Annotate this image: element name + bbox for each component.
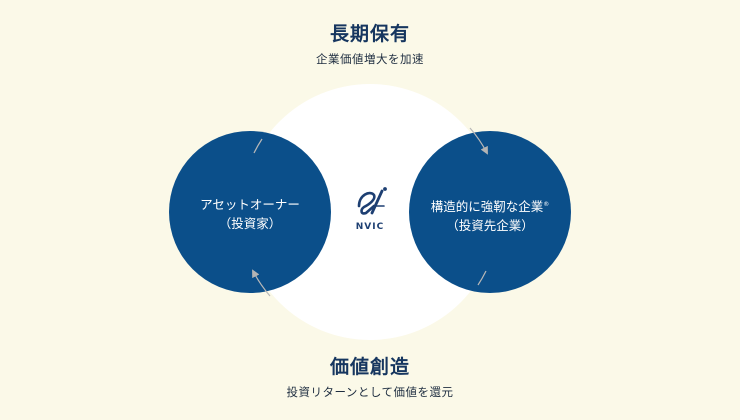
left-circle	[169, 131, 331, 293]
right-circle-label: 構造的に強靭な企業® （投資先企業）	[431, 195, 550, 235]
bottom-title: 価値創造	[329, 356, 411, 378]
arrow-top-right	[469, 127, 488, 155]
arrow-bottom-left	[252, 269, 271, 297]
top-title: 長期保有	[329, 23, 411, 45]
arc-top-left	[253, 138, 263, 154]
logo-text: NVIC	[355, 222, 385, 232]
left-circle-line2: （投資家）	[218, 216, 282, 231]
left-circle-line1: アセットオーナー	[200, 197, 300, 212]
nvic-logo-icon	[357, 187, 387, 215]
arc-bottom-right	[477, 270, 487, 286]
bottom-subtitle: 投資リターンとして価値を還元	[286, 385, 454, 399]
center-circle	[242, 84, 498, 340]
right-circle-line1: 構造的に強靭な企業	[430, 199, 544, 214]
left-circle-label: アセットオーナー （投資家）	[200, 195, 300, 233]
right-circle	[409, 131, 571, 293]
top-subtitle: 企業価値増大を加速	[316, 52, 424, 66]
registered-mark: ®	[543, 201, 550, 208]
right-circle-line2: （投資先企業）	[446, 218, 534, 233]
right-circle-line1-wrap: 構造的に強靭な企業®	[431, 195, 550, 216]
